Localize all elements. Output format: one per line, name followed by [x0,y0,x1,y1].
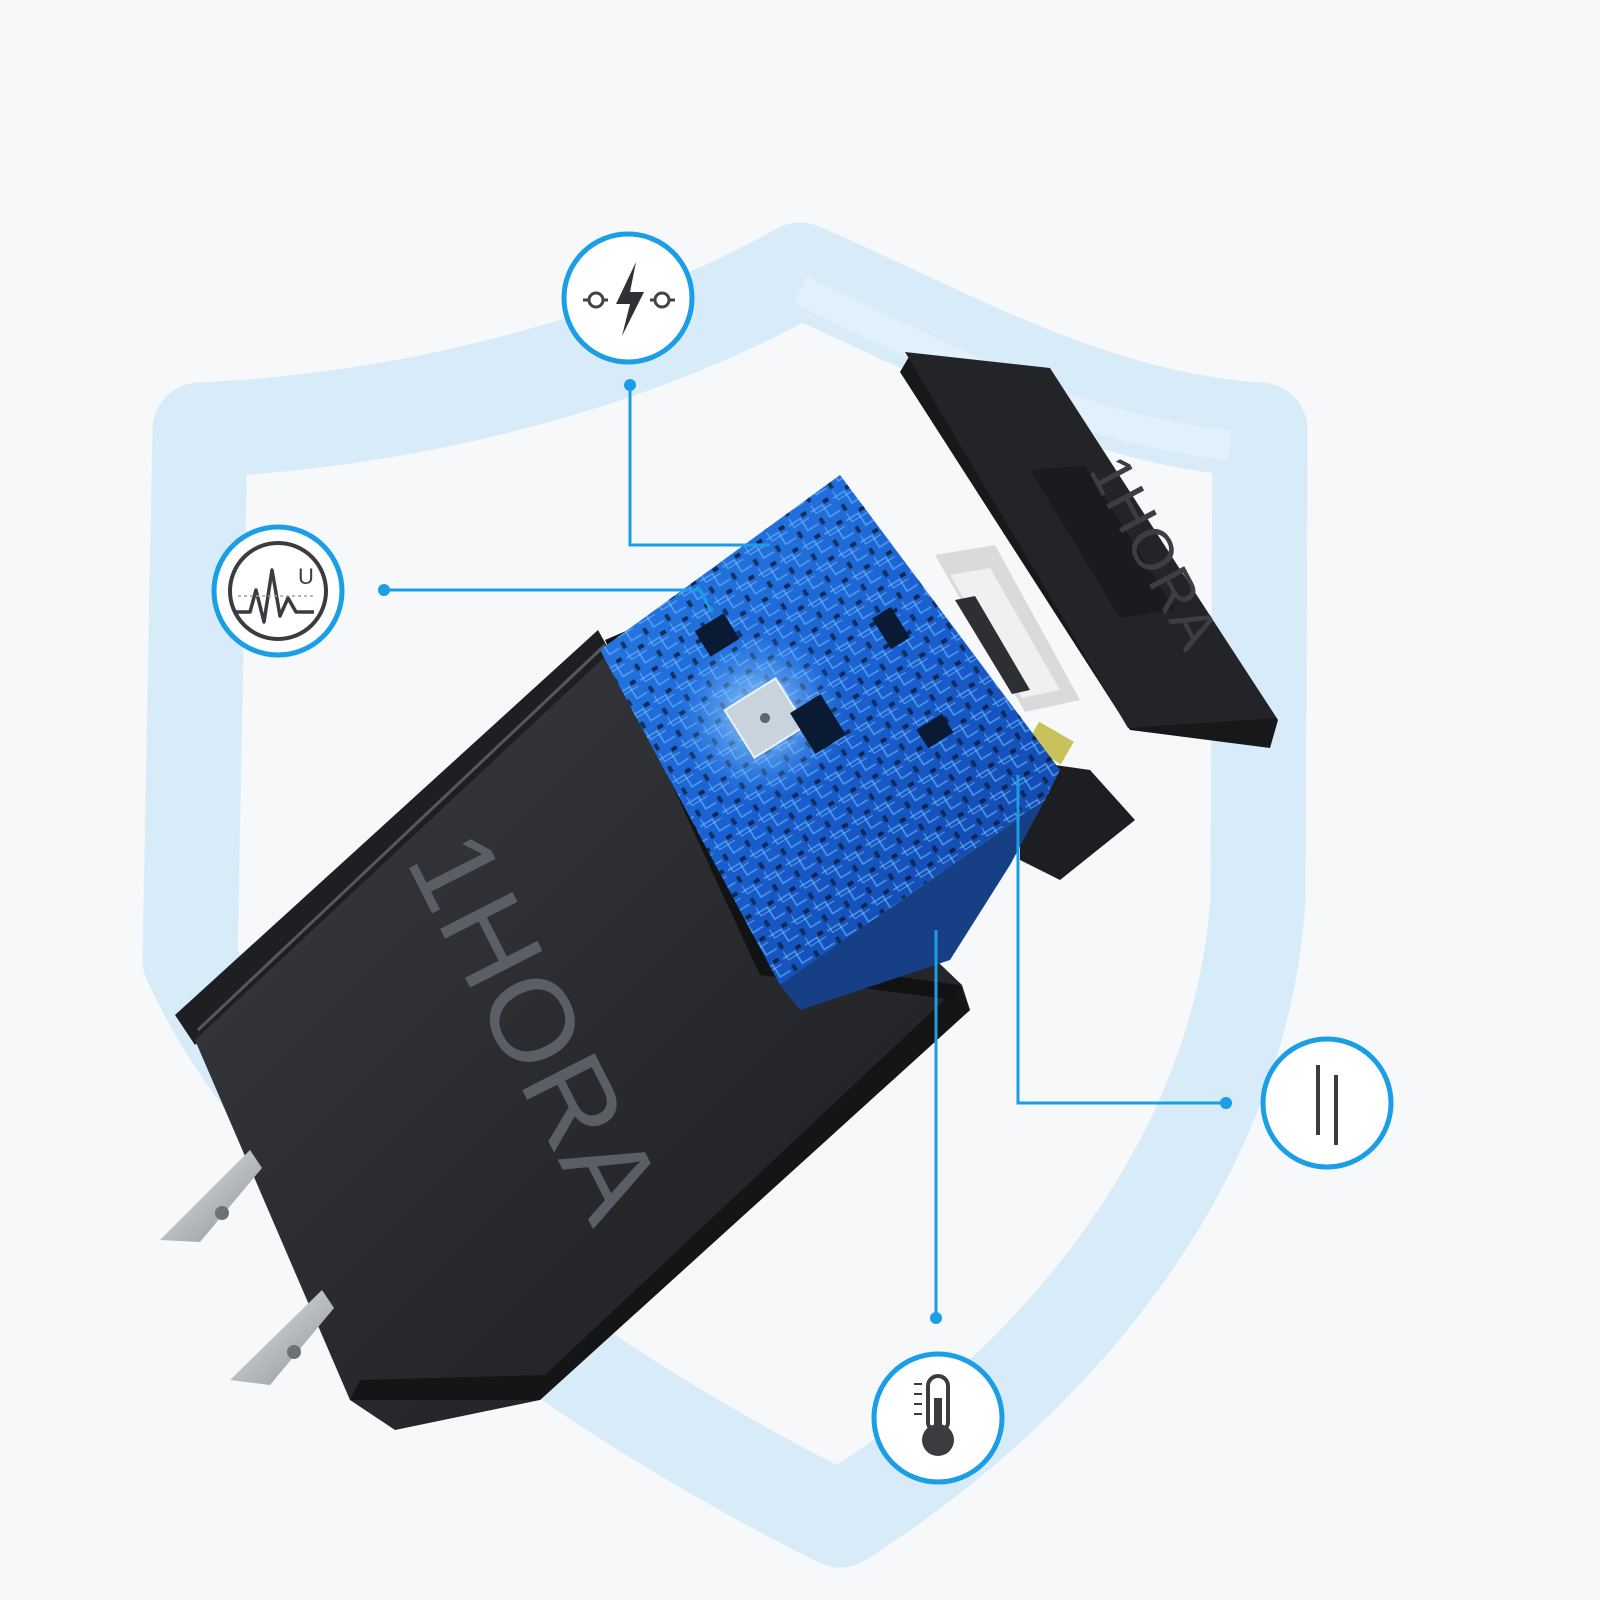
main-chip [723,676,807,760]
lightning-icon [561,231,695,365]
callout-line-voltage [384,588,714,613]
parallel-lines-icon [1260,1036,1394,1170]
circuit-board [600,475,1060,1010]
plug-prongs [160,1150,334,1385]
callout-line-parallel [1016,775,1226,1105]
usb-port [935,545,1135,880]
thermometer-icon [871,1351,1005,1485]
callout-line-lightning [628,385,770,547]
callout-lines [378,379,1232,1324]
voltage-wave-icon: U [211,524,345,658]
prong-bottom [230,1290,334,1385]
prong-top [160,1150,262,1242]
voltage-glyph: U [298,564,314,589]
